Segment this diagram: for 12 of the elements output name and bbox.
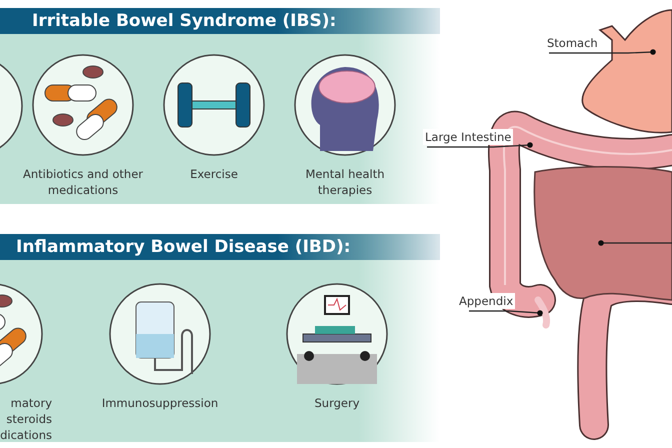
panel [0,234,440,442]
treatment-label: matory steroids dications [0,395,52,443]
treatment-label: Surgery [313,395,361,411]
treatment-label: Mental health therapies [304,166,386,198]
treatment-label: Antibiotics and other medications [22,166,144,198]
treatment-label: Immunosuppression [100,395,220,411]
part-label: Large Intestine [423,129,514,145]
panel-heading: Irritable Bowel Syndrome (IBS): [0,8,440,34]
panel-heading: Inflammatory Bowel Disease (IBD): [0,234,440,260]
treatment-label: Exercise [189,166,239,182]
small-intestine-drawing [534,166,672,301]
part-label: Appendix [457,293,516,309]
